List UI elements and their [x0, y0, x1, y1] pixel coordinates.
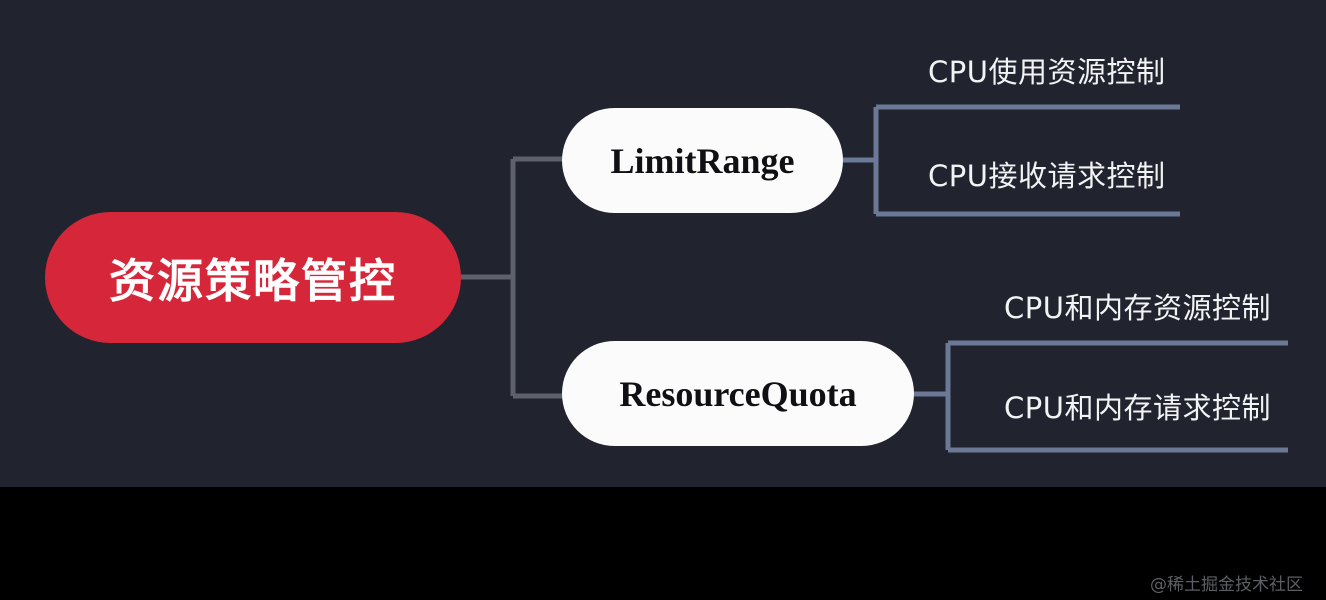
branch-node-limitrange[interactable]: LimitRange: [562, 108, 843, 213]
limitrange-leaf-connector: [843, 104, 1180, 217]
resourcequota-leaf-connector: [914, 340, 1288, 453]
leaf-label-cpu-usage-resource-control: CPU使用资源控制: [928, 55, 1166, 89]
watermark: @稀土掘金技术社区: [1150, 575, 1303, 595]
leaf-label-cpu-memory-request-control: CPU和内存请求控制: [1004, 391, 1271, 425]
branch-node-resourcequota[interactable]: ResourceQuota: [562, 341, 914, 446]
root-branch-connector: [461, 156, 563, 399]
leaf-label-cpu-memory-resource-control: CPU和内存资源控制: [1004, 291, 1271, 325]
bottom-black-bar: [0, 487, 1326, 600]
root-node[interactable]: 资源策略管控: [45, 212, 461, 343]
leaf-label-cpu-request-control: CPU接收请求控制: [928, 159, 1166, 193]
